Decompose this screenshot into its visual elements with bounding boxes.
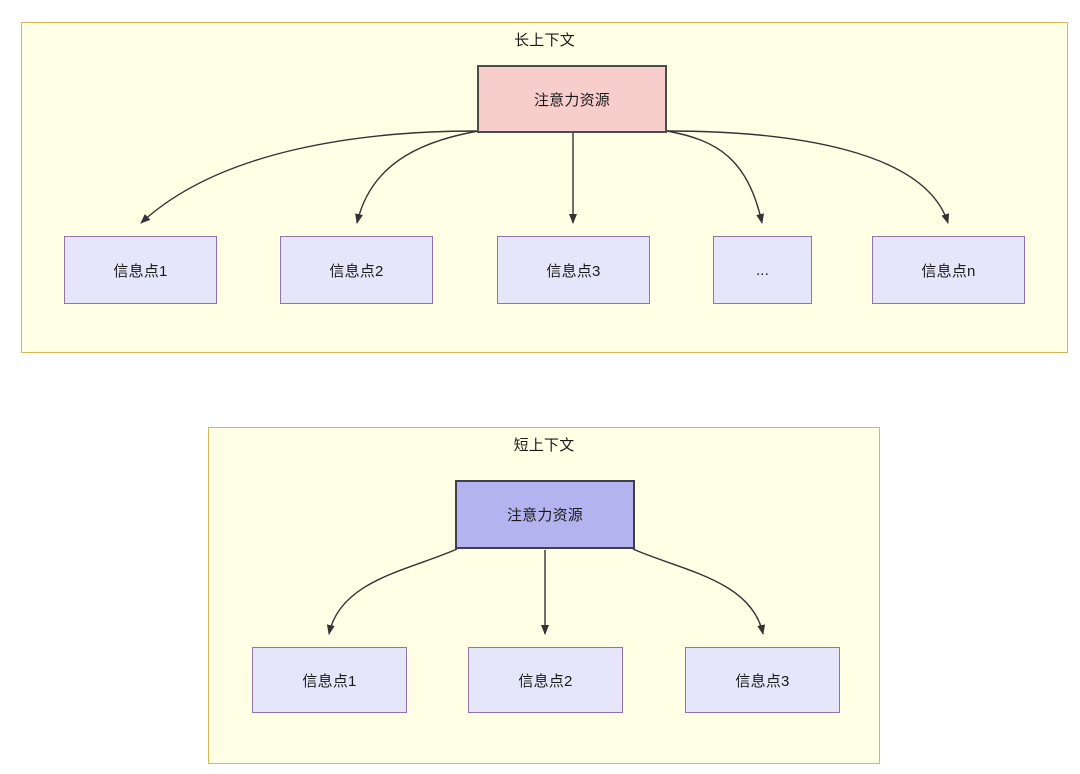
edge-short-root-to-leaf-1	[326, 548, 458, 635]
node-short-attention-resource[interactable]: 注意力资源	[455, 480, 635, 549]
edge-long-root-to-leaf-4	[666, 130, 765, 224]
edge-long-root-to-leaf-5	[666, 130, 950, 224]
edge-long-root-to-leaf-2	[355, 130, 479, 224]
node-short-info-point-3[interactable]: 信息点3	[685, 647, 840, 713]
group-short-context-title: 短上下文	[513, 437, 575, 454]
node-long-info-point-3[interactable]: 信息点3	[497, 236, 650, 304]
edge-long-root-to-leaf-1	[140, 130, 479, 224]
node-long-info-point-ellipsis[interactable]: ...	[713, 236, 812, 304]
node-long-attention-resource[interactable]: 注意力资源	[477, 65, 667, 133]
node-long-info-point-n[interactable]: 信息点n	[872, 236, 1025, 304]
group-long-context-title: 长上下文	[514, 32, 575, 49]
node-long-info-point-1[interactable]: 信息点1	[64, 236, 217, 304]
node-long-info-point-2[interactable]: 信息点2	[280, 236, 433, 304]
edge-short-root-to-leaf-3	[632, 548, 766, 635]
node-short-info-point-2[interactable]: 信息点2	[468, 647, 623, 713]
node-short-info-point-1[interactable]: 信息点1	[252, 647, 407, 713]
